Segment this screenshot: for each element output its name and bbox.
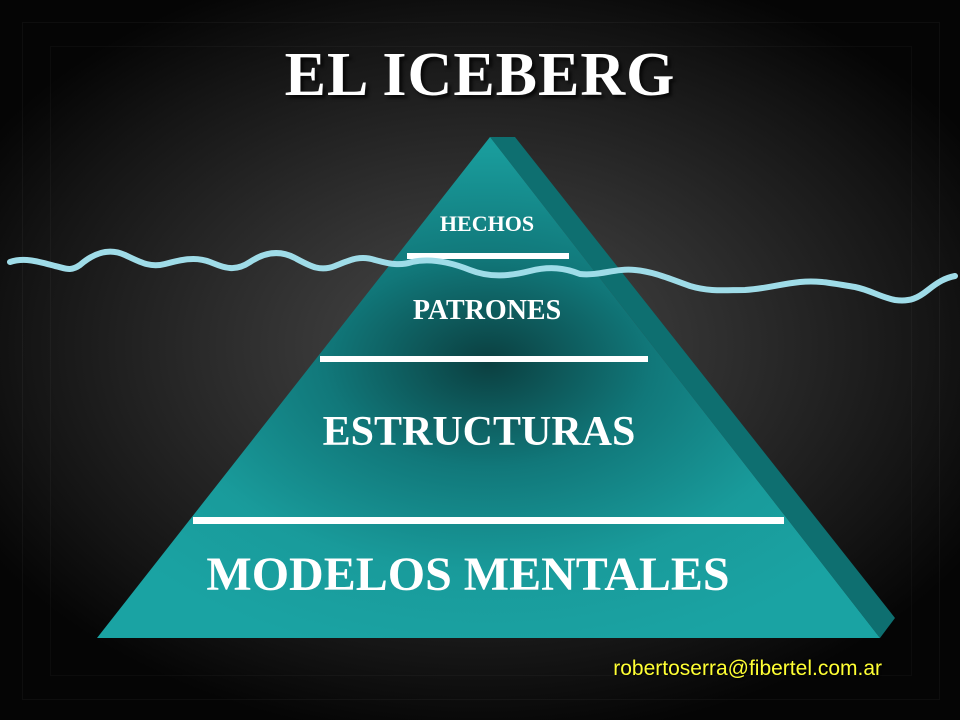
layer-divider-1 xyxy=(407,253,569,259)
layer-label-estructuras: ESTRUCTURAS xyxy=(323,409,636,455)
layer-divider-3 xyxy=(193,517,784,524)
layer-label-patrones: PATRONES xyxy=(413,295,561,326)
pyramid-side-face xyxy=(490,137,895,638)
layer-divider-2 xyxy=(320,356,648,362)
slide-frame-outer xyxy=(22,22,940,700)
pyramid-front-face xyxy=(97,137,880,638)
layer-label-hechos: HECHOS xyxy=(440,211,534,236)
layer-label-modelos-mentales: MODELOS MENTALES xyxy=(206,548,729,601)
water-line xyxy=(7,248,958,304)
slide-title: EL ICEBERG xyxy=(284,41,676,109)
author-email-credit: robertoserra@fibertel.com.ar xyxy=(613,657,882,680)
